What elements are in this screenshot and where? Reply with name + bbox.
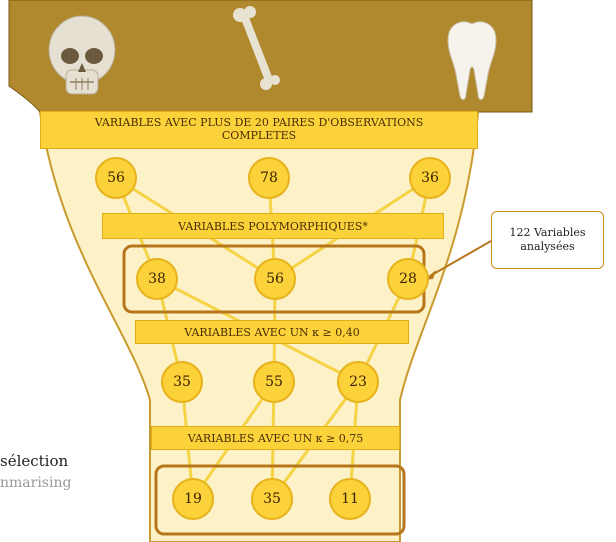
band-polymorphic-label: VARIABLES POLYMORPHIQUES* [103,220,443,233]
node-skull-polymorphic: 38 [136,258,178,300]
band-complete-pairs-line1: VARIABLES AVEC PLUS DE 20 PAIRES D'OBSER… [41,116,477,129]
band-complete-pairs: VARIABLES AVEC PLUS DE 20 PAIRES D'OBSER… [40,111,478,149]
node-tooth-kappa-075: 11 [329,478,371,520]
node-bone-complete: 78 [248,157,290,199]
band-kappa-075-label: VARIABLES AVEC UN κ ≥ 0,75 [152,432,399,445]
band-kappa-075: VARIABLES AVEC UN κ ≥ 0,75 [151,426,400,450]
band-kappa-040-label: VARIABLES AVEC UN κ ≥ 0,40 [136,326,408,339]
node-bone-polymorphic: 56 [254,258,296,300]
side-subtitle: nmarising [0,475,71,491]
band-kappa-040: VARIABLES AVEC UN κ ≥ 0,40 [135,320,409,344]
node-bone-kappa-040: 55 [253,361,295,403]
node-skull-kappa-040: 35 [161,361,203,403]
callout-analyzed-variables: 122 Variables analysées [491,211,604,269]
callout-line2: analysées [520,240,574,254]
node-tooth-complete: 36 [409,157,451,199]
callout-line1: 122 Variables [509,226,585,240]
band-complete-pairs-line2: COMPLETES [41,129,477,142]
node-tooth-kappa-040: 23 [337,361,379,403]
node-skull-kappa-075: 19 [172,478,214,520]
band-polymorphic: VARIABLES POLYMORPHIQUES* [102,213,444,239]
node-tooth-polymorphic: 28 [387,258,429,300]
node-skull-complete: 56 [95,157,137,199]
node-bone-kappa-075: 35 [251,478,293,520]
side-title: sélection [0,452,68,470]
